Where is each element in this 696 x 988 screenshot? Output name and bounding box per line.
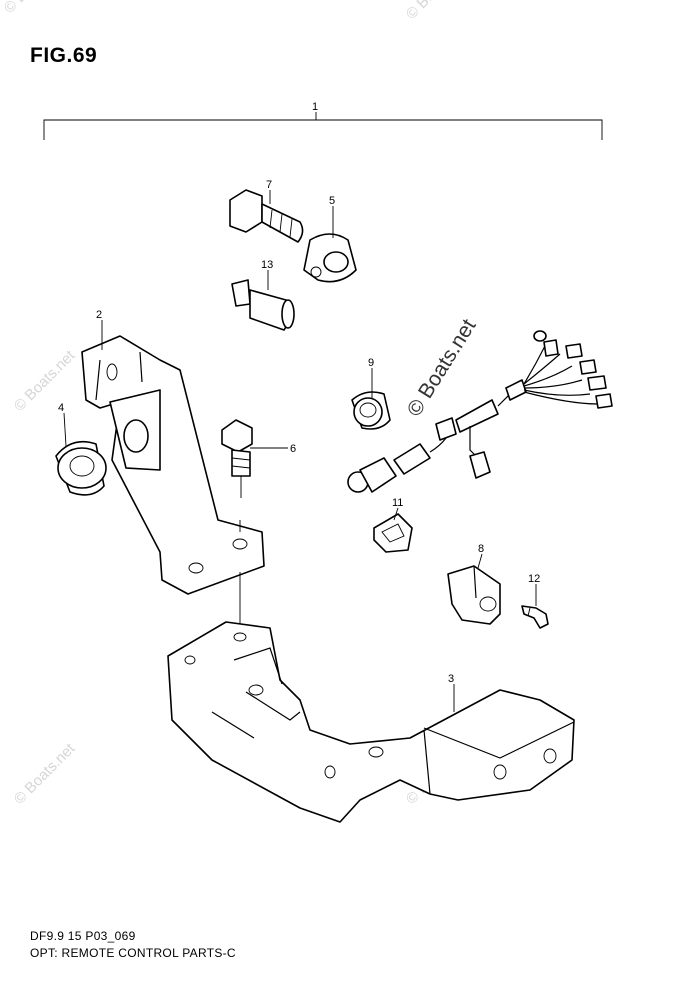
figure-title: FIG.69 bbox=[30, 44, 98, 67]
watermark-left-lower: © Boats.net bbox=[11, 740, 79, 808]
watermark-left-upper: © Boats.net bbox=[11, 347, 79, 415]
leader-lines bbox=[63, 190, 537, 712]
part-4-grommet bbox=[55, 440, 107, 496]
part-6-bolt bbox=[221, 419, 253, 498]
callout-13: 13 bbox=[261, 259, 273, 271]
wiring-harness bbox=[347, 330, 613, 493]
callout-12: 12 bbox=[528, 573, 540, 585]
callout-7: 7 bbox=[266, 179, 272, 191]
callout-9: 9 bbox=[368, 357, 374, 369]
callout-1: 1 bbox=[312, 101, 318, 113]
part-12-screw bbox=[521, 605, 549, 629]
callout-3: 3 bbox=[448, 673, 454, 685]
part-7-bolt bbox=[229, 189, 304, 243]
part-5-clamp bbox=[303, 233, 357, 283]
watermark-top-left: © Boats.net bbox=[1, 0, 69, 17]
footer-section-title: OPT: REMOTE CONTROL PARTS-C bbox=[30, 946, 236, 960]
assembly-bracket bbox=[43, 112, 603, 140]
part-9-grommet bbox=[351, 391, 391, 430]
footer-model-code: DF9.9 15 P03_069 bbox=[30, 929, 136, 943]
callout-6: 6 bbox=[290, 443, 296, 455]
callout-2: 2 bbox=[96, 309, 102, 321]
part-8-clip bbox=[447, 565, 501, 625]
callouts: 1 2 3 4 5 6 7 8 9 11 12 13 bbox=[58, 101, 540, 685]
callout-8: 8 bbox=[478, 543, 484, 555]
callout-4: 4 bbox=[58, 402, 64, 414]
callout-5: 5 bbox=[329, 195, 335, 207]
part-11-grommet bbox=[373, 513, 413, 553]
part-2-bracket bbox=[81, 335, 265, 595]
part-3-bracket bbox=[167, 621, 575, 823]
watermark-main: © Boats.net bbox=[403, 315, 481, 421]
watermark-top-right: © Boats.net bbox=[403, 0, 471, 23]
callout-11: 11 bbox=[392, 497, 403, 509]
part-13-collar bbox=[231, 279, 295, 331]
